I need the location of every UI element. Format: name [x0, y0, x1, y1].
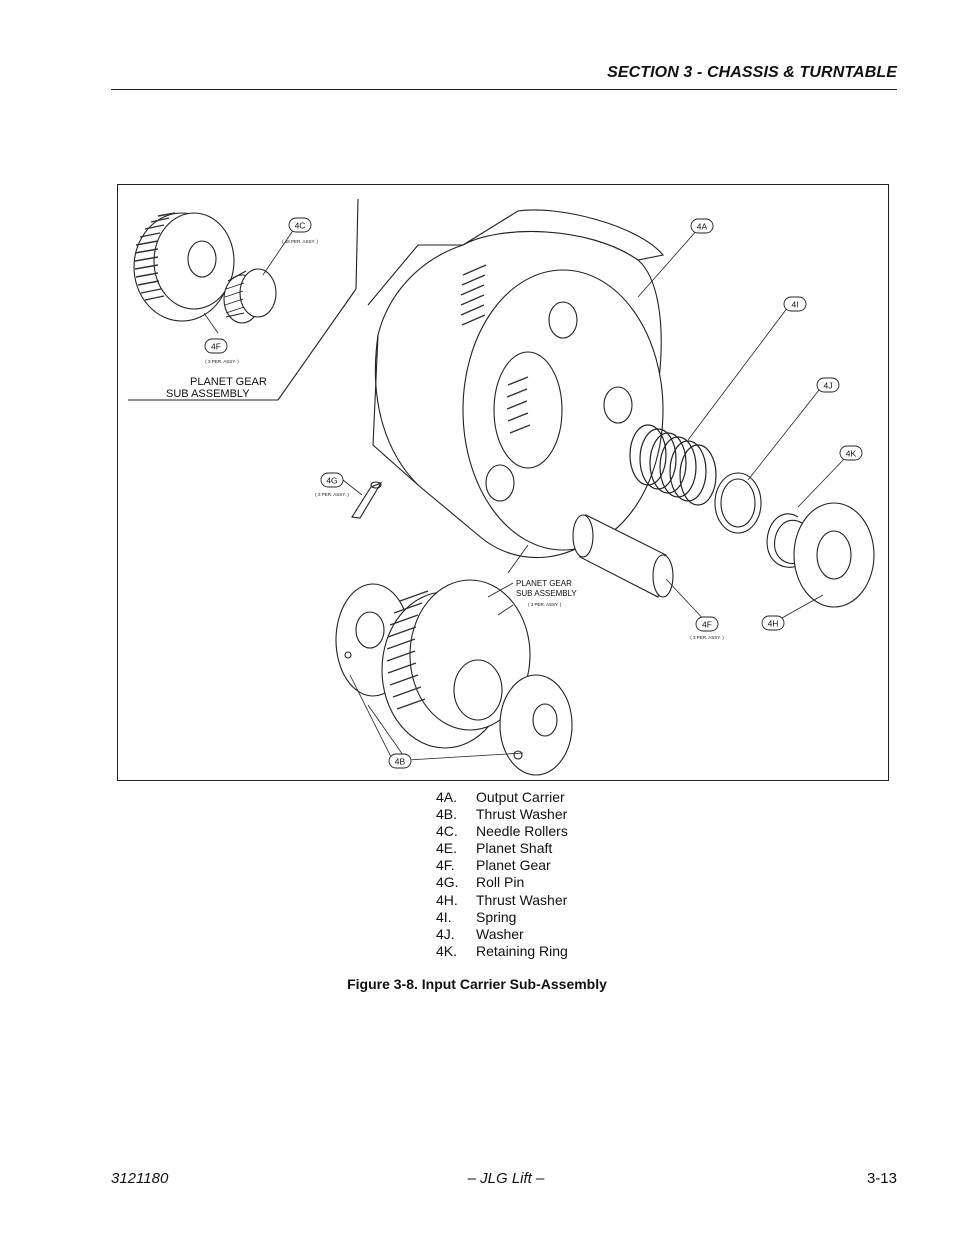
legend-item: 4C. Needle Rollers — [436, 823, 568, 840]
callout-4j — [816, 377, 840, 393]
callout-4b — [388, 753, 412, 769]
planet-shaft — [572, 514, 674, 598]
legend-item: 4I. Spring — [436, 909, 568, 926]
legend-code: 4H. — [436, 891, 458, 908]
legend-code: 4F. — [436, 857, 455, 874]
legend-code: 4I. — [436, 908, 452, 925]
spring — [629, 424, 717, 506]
inset-needle-rollers — [223, 268, 277, 324]
inset-divider — [128, 198, 359, 401]
callout-4i-label: 4I — [791, 300, 798, 310]
callout-4j-label: 4J — [824, 381, 833, 391]
parts-legend: 4A. Output Carrier 4B. Thrust Washer 4C. Ne… — [436, 789, 568, 960]
legend-code: 4B. — [436, 806, 458, 823]
callout-4h-label: 4H — [768, 619, 779, 629]
page-number: 3-13 — [866, 1170, 897, 1187]
legend-label: Spring — [476, 908, 517, 925]
legend-item: 4F. Planet Gear — [436, 857, 568, 874]
sub-assembly-per-assy: ( 3 PER. ASSY. ) — [528, 602, 562, 607]
callout-4i — [783, 296, 807, 312]
legend-label: Thrust Washer — [476, 806, 568, 823]
figure-caption: Figure 3-8. Input Carrier Sub-Assembly — [347, 976, 607, 992]
legend-code: 4E. — [436, 840, 458, 857]
legend-item: 4H. Thrust Washer — [436, 892, 568, 909]
document-number: 3121180 — [111, 1170, 169, 1187]
callout-4k-label: 4K — [846, 449, 857, 459]
callout-4c — [288, 217, 312, 233]
sub-assembly-label-line2: SUB ASSEMBLY — [516, 589, 577, 598]
callout-4f-right-label: 4F — [702, 620, 712, 630]
callout-4a — [690, 218, 714, 234]
legend-label: Needle Rollers — [476, 823, 568, 840]
sub-assembly-label-line1: PLANET GEAR — [516, 579, 572, 588]
roll-pin — [351, 481, 383, 519]
callout-4f-left-label: 4F — [211, 342, 221, 352]
legend-item: 4E. Planet Shaft — [436, 840, 568, 857]
legend-label: Planet Shaft — [476, 840, 553, 857]
note-4g-per-assy: ( 3 PER. ASSY. ) — [315, 492, 349, 497]
legend-label: Washer — [476, 925, 524, 942]
inset-title-line1: PLANET GEAR — [190, 376, 267, 388]
leader-lines — [203, 228, 849, 764]
planet-gear-assembly — [335, 579, 573, 776]
legend-item: 4A. Output Carrier — [436, 789, 568, 806]
legend-code: 4K. — [436, 942, 458, 959]
callout-4c-label: 4C — [295, 221, 306, 231]
legend-label: Retaining Ring — [476, 942, 568, 959]
callout-4f-left — [204, 338, 228, 354]
callout-4g-label: 4G — [326, 476, 337, 486]
note-4f-left-per-assy: ( 3 PER. ASSY. ) — [205, 359, 239, 364]
brand-footer: – JLG Lift – — [467, 1170, 545, 1187]
inset-planet-gear — [133, 212, 235, 322]
legend-label: Thrust Washer — [476, 891, 568, 908]
output-carrier — [367, 209, 665, 559]
callout-4f-right — [695, 616, 719, 632]
callout-4g — [320, 472, 344, 488]
legend-code: 4J. — [436, 925, 455, 942]
callout-4a-label: 4A — [697, 222, 708, 232]
section-title: SECTION 3 - CHASSIS & TURNTABLE — [607, 64, 897, 81]
legend-item: 4J. Washer — [436, 926, 568, 943]
legend-code: 4G. — [436, 874, 459, 891]
legend-code: 4A. — [436, 789, 458, 805]
legend-item: 4K. Retaining Ring — [436, 943, 568, 960]
legend-code: 4C. — [436, 823, 458, 840]
legend-label: Roll Pin — [476, 874, 525, 891]
legend-label: Output Carrier — [476, 789, 565, 805]
note-4f-per-assy: ( 3 PER. ASSY. ) — [690, 635, 724, 640]
legend-item: 4B. Thrust Washer — [436, 806, 568, 823]
inset-title-line2: SUB ASSEMBLY — [166, 388, 250, 400]
note-4c-per-assy: ( 48 PER. ASSY. ) — [282, 239, 318, 244]
exploded-diagram: 4A 4I 4J 4K 4H 4F ( 3 PER. ASSY. ) 4G ( … — [117, 184, 889, 781]
thrust-washer-4h — [793, 502, 875, 608]
header-rule — [111, 89, 897, 90]
washer-4j — [714, 472, 762, 534]
callout-4b-label: 4B — [395, 757, 406, 767]
callout-4k — [839, 445, 863, 461]
legend-label: Planet Gear — [476, 857, 551, 874]
legend-item: 4G. Roll Pin — [436, 874, 568, 891]
callout-4h — [761, 615, 785, 631]
